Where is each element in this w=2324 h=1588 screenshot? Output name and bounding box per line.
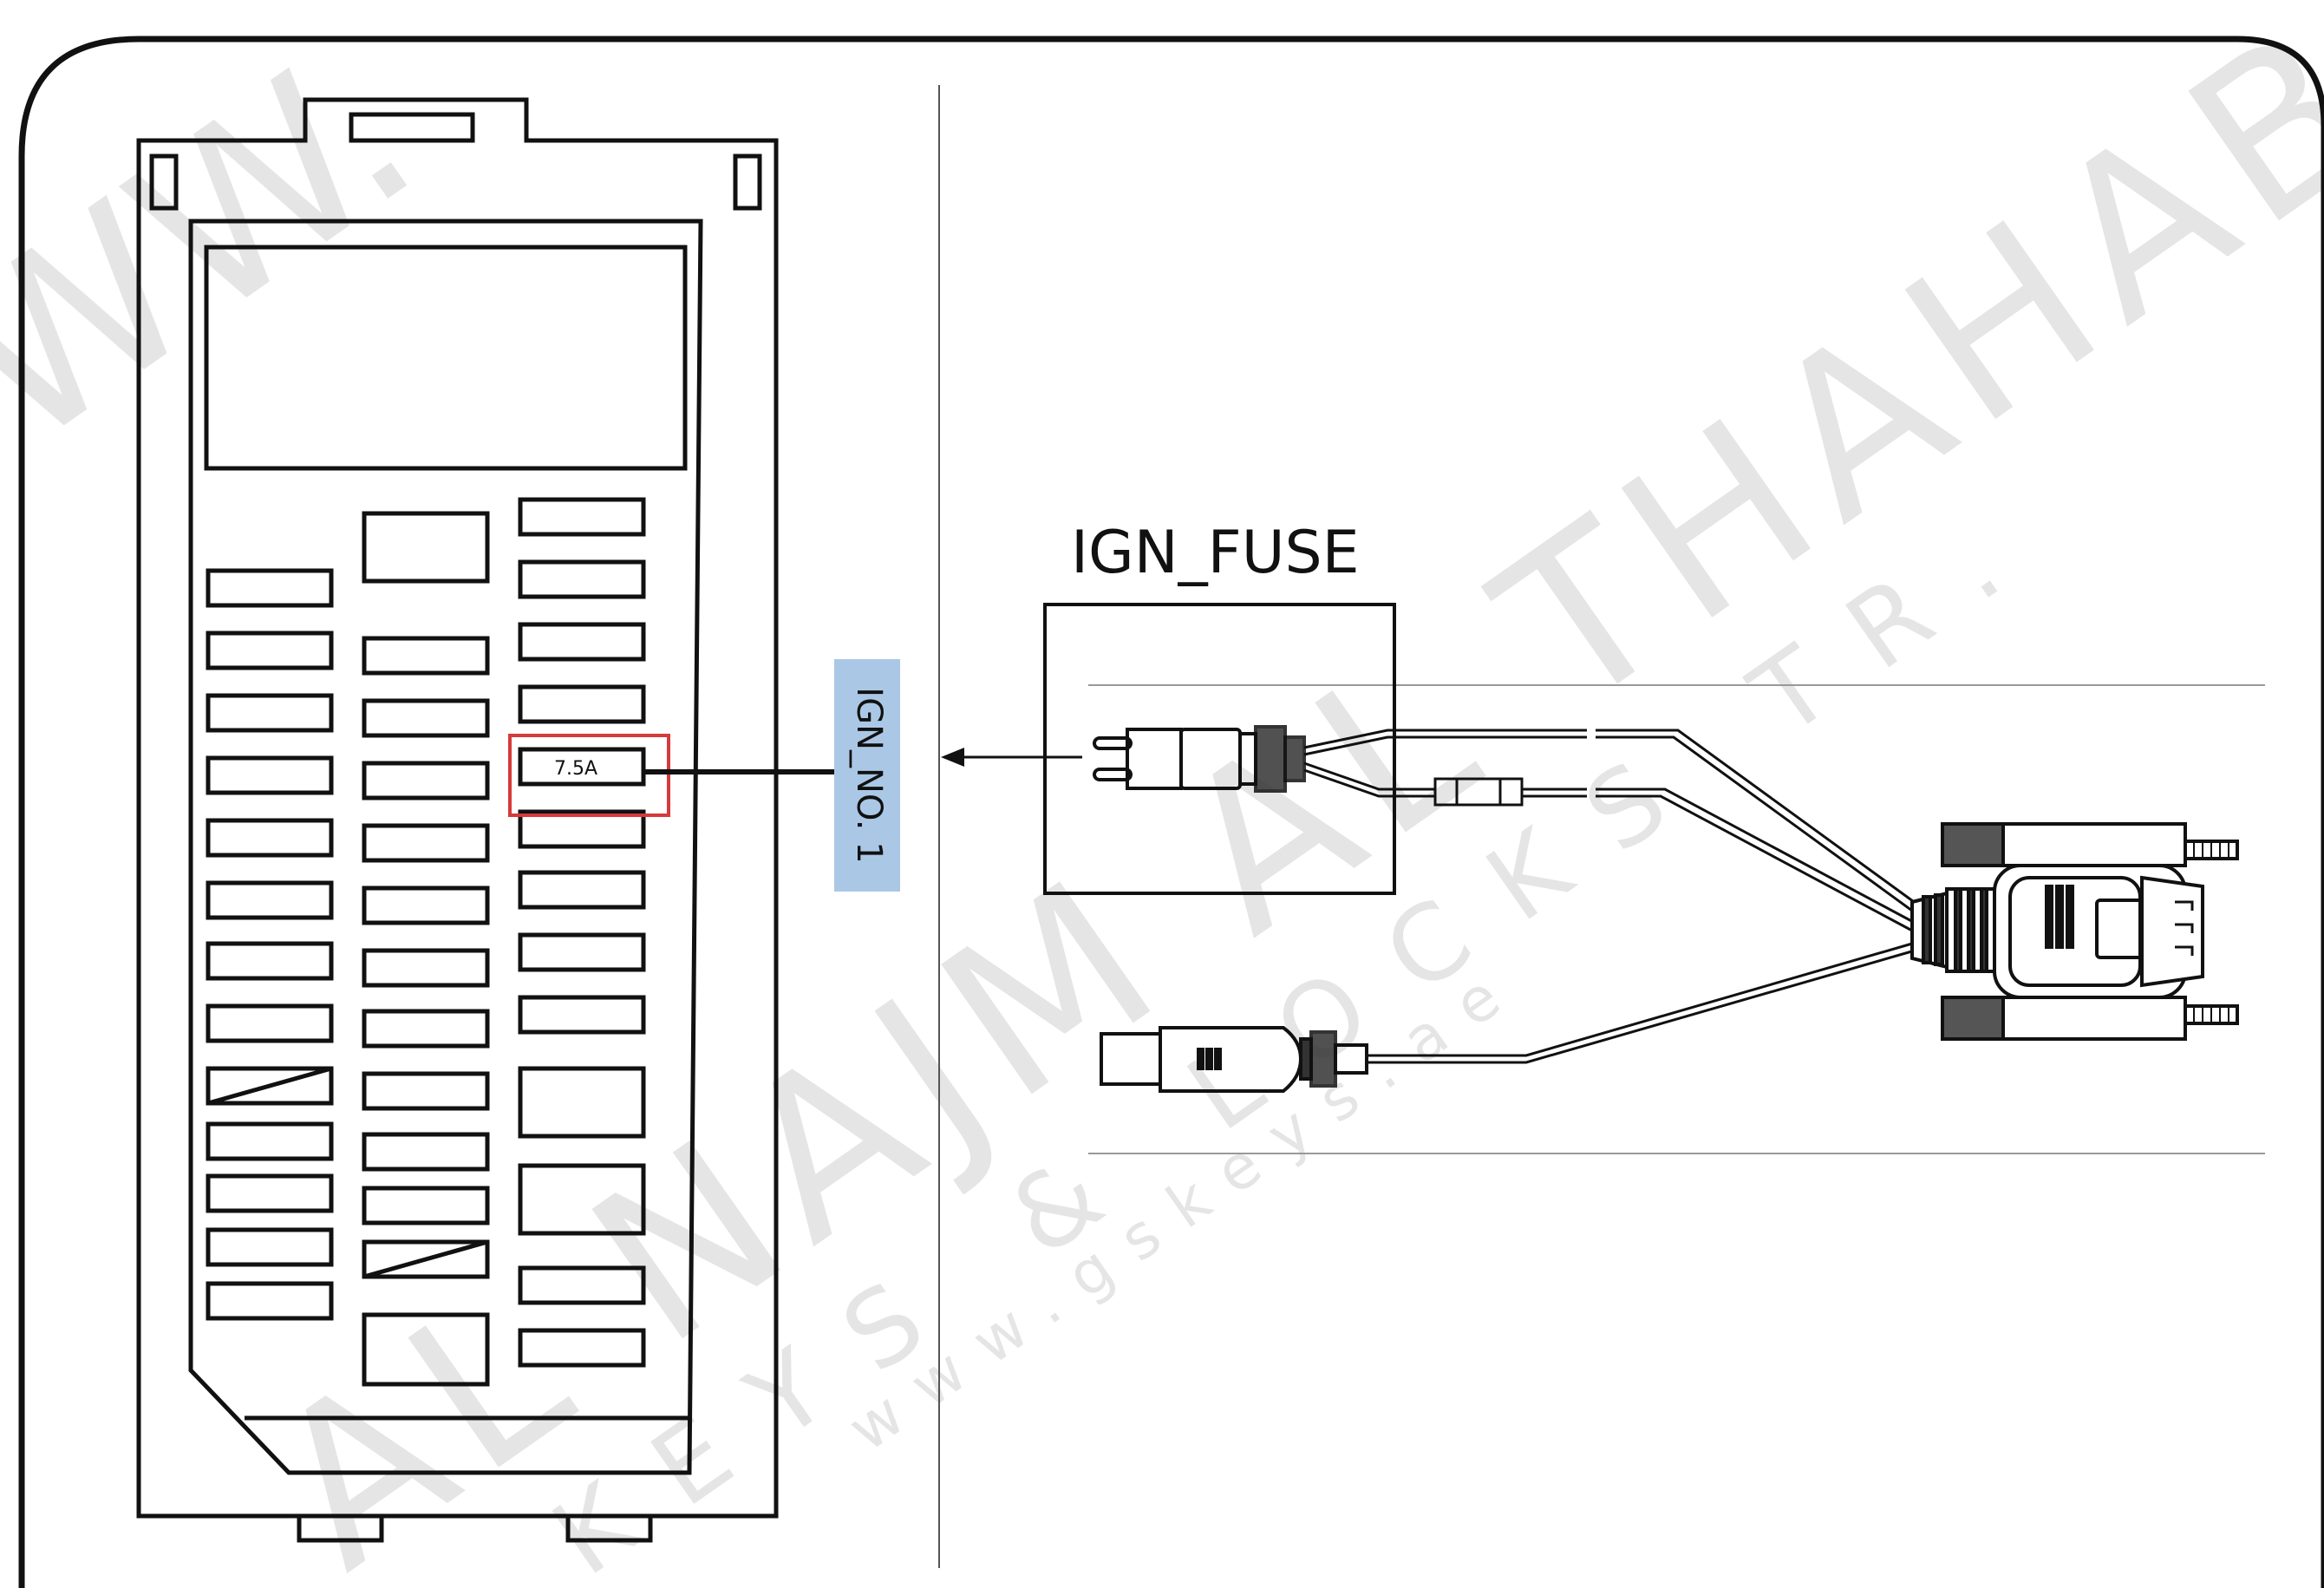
fuse-slot — [206, 568, 334, 608]
fuse-slot — [206, 880, 334, 920]
fuse-slot — [362, 1009, 490, 1049]
fuse-slot — [518, 1163, 646, 1236]
fuse-slot — [518, 622, 646, 662]
fuse-slot — [362, 823, 490, 863]
fuse-slot — [518, 684, 646, 724]
fuse-slot — [206, 941, 334, 981]
watermark-line1: AL NAJM AL THAHABI — [230, 0, 2324, 1588]
fuse-slot — [206, 818, 334, 858]
fuse-slot — [518, 870, 646, 910]
fuse-title: IGN_FUSE — [1071, 519, 1360, 587]
fuse-slot — [206, 1003, 334, 1043]
db9-connector — [1910, 822, 2239, 1041]
fuse-slot — [362, 698, 490, 738]
fuse-slot — [362, 1239, 490, 1279]
fuse-slots — [206, 497, 646, 1387]
fuse-slot — [518, 932, 646, 972]
fuse-slot — [206, 631, 334, 670]
fuse-slot — [518, 1066, 646, 1139]
fuse-slot — [362, 761, 490, 801]
fuse-box — [136, 97, 779, 1543]
fuse-slot — [518, 1328, 646, 1368]
fuse-tap-wires — [1303, 729, 1917, 932]
fuse-rating-label: 7.5A — [554, 758, 597, 780]
fuse-slot — [206, 1227, 334, 1267]
fuse-slot — [206, 1173, 334, 1213]
barrel-plug — [1100, 1026, 1368, 1093]
fuse-slot — [362, 636, 490, 676]
highlight-box — [508, 734, 670, 817]
fuse-slot — [206, 1121, 334, 1161]
barrel-plug-wire — [1367, 942, 1916, 1064]
fuse-slot — [362, 1071, 490, 1111]
fuse-slot — [518, 559, 646, 599]
fuse-slot — [518, 497, 646, 537]
fuse-slot — [518, 747, 646, 787]
fuse-slot — [206, 1281, 334, 1321]
fuse-slot — [518, 809, 646, 849]
fuse-slot — [362, 1186, 490, 1225]
callout-box — [834, 659, 900, 892]
fuse-slot — [362, 948, 490, 988]
fuse-slot — [362, 1312, 490, 1387]
fuse-slot — [362, 1132, 490, 1172]
watermark-line2: KEYS & LOCKS TR. — [532, 477, 2064, 1588]
fuse-slot — [206, 693, 334, 733]
fuse-slot — [362, 511, 490, 584]
fuse-tap-box — [1043, 603, 1396, 895]
arrow-left — [941, 748, 1082, 767]
fuse-slot-diagonal — [363, 1239, 488, 1279]
fuse-slot — [518, 995, 646, 1035]
fuse-slot — [362, 885, 490, 925]
fuse-slot — [206, 1066, 334, 1106]
fuse-slot — [518, 1265, 646, 1305]
fuse-slot — [206, 755, 334, 795]
fuse-slot-diagonal — [207, 1066, 332, 1106]
callout-label: IGN_NO. 1 — [849, 687, 889, 863]
fuse-tap-plug — [1093, 725, 1306, 793]
outer-frame — [18, 36, 2324, 1588]
